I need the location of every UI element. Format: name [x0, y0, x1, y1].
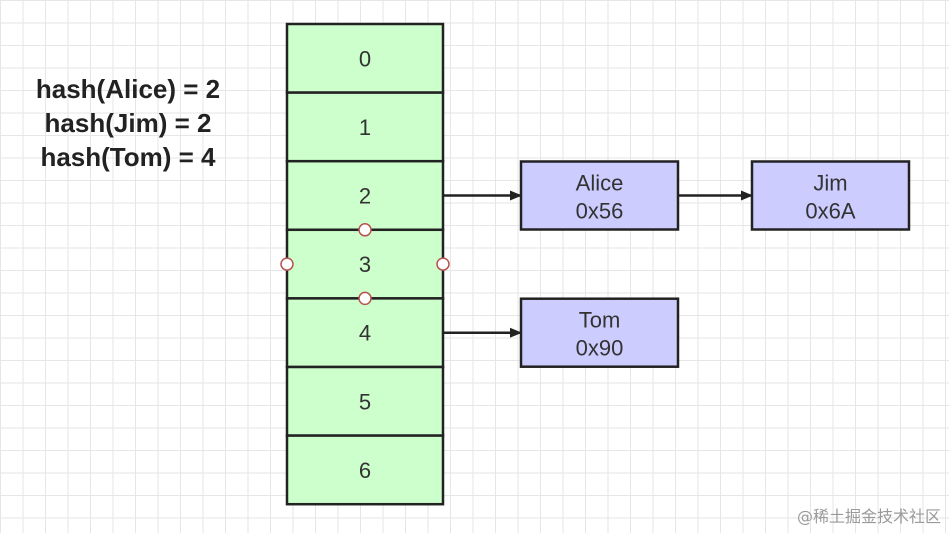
- node-box: [519, 297, 680, 368]
- bucket-slot-6[interactable]: 6: [285, 434, 445, 506]
- bucket-slot-box: [285, 22, 445, 94]
- bucket-slot-4[interactable]: 4: [285, 297, 445, 369]
- node-name: Tom: [579, 308, 621, 333]
- node-jim[interactable]: Jim 0x6A: [750, 160, 911, 231]
- node-alice[interactable]: Alice 0x56: [519, 160, 680, 231]
- selection-handle-right[interactable]: [436, 257, 450, 271]
- bucket-slot-5[interactable]: 5: [285, 365, 445, 437]
- node-address: 0x90: [576, 336, 624, 361]
- node-address: 0x56: [576, 199, 624, 224]
- bucket-slot-1[interactable]: 1: [285, 91, 445, 163]
- node-name: Alice: [576, 171, 624, 196]
- node-box: [750, 160, 911, 231]
- bucket-slot-0[interactable]: 0: [285, 22, 445, 94]
- bucket-slot-label: 2: [359, 184, 371, 209]
- selection-handle-bottom[interactable]: [358, 291, 372, 306]
- bucket-slot-box: [285, 434, 445, 506]
- hash-equation-alice: hash(Alice) = 2: [35, 74, 221, 104]
- selection-handle-left[interactable]: [280, 257, 294, 271]
- node-name: Jim: [813, 171, 847, 196]
- hash-equations: hash(Alice) = 2 hash(Jim) = 2 hash(Tom) …: [0, 72, 256, 174]
- hash-equation-tom: hash(Tom) = 4: [40, 142, 216, 172]
- bucket-slot-label: 6: [359, 458, 371, 483]
- node-box: [519, 160, 680, 231]
- bucket-slot-label: 4: [359, 321, 371, 346]
- bucket-slot-label: 3: [359, 252, 371, 277]
- watermark: @稀土掘金技术社区: [796, 507, 941, 526]
- bucket-slot-3[interactable]: 3: [285, 228, 445, 300]
- node-tom[interactable]: Tom 0x90: [519, 297, 680, 368]
- bucket-slot-2[interactable]: 2: [285, 159, 445, 232]
- hash-equation-jim: hash(Jim) = 2: [44, 108, 212, 138]
- node-address: 0x6A: [805, 199, 855, 224]
- bucket-slot-label: 1: [359, 115, 371, 140]
- bucket-slot-label: 0: [359, 46, 371, 71]
- selection-handle-top[interactable]: [358, 223, 372, 237]
- bucket-slot-label: 5: [359, 389, 371, 414]
